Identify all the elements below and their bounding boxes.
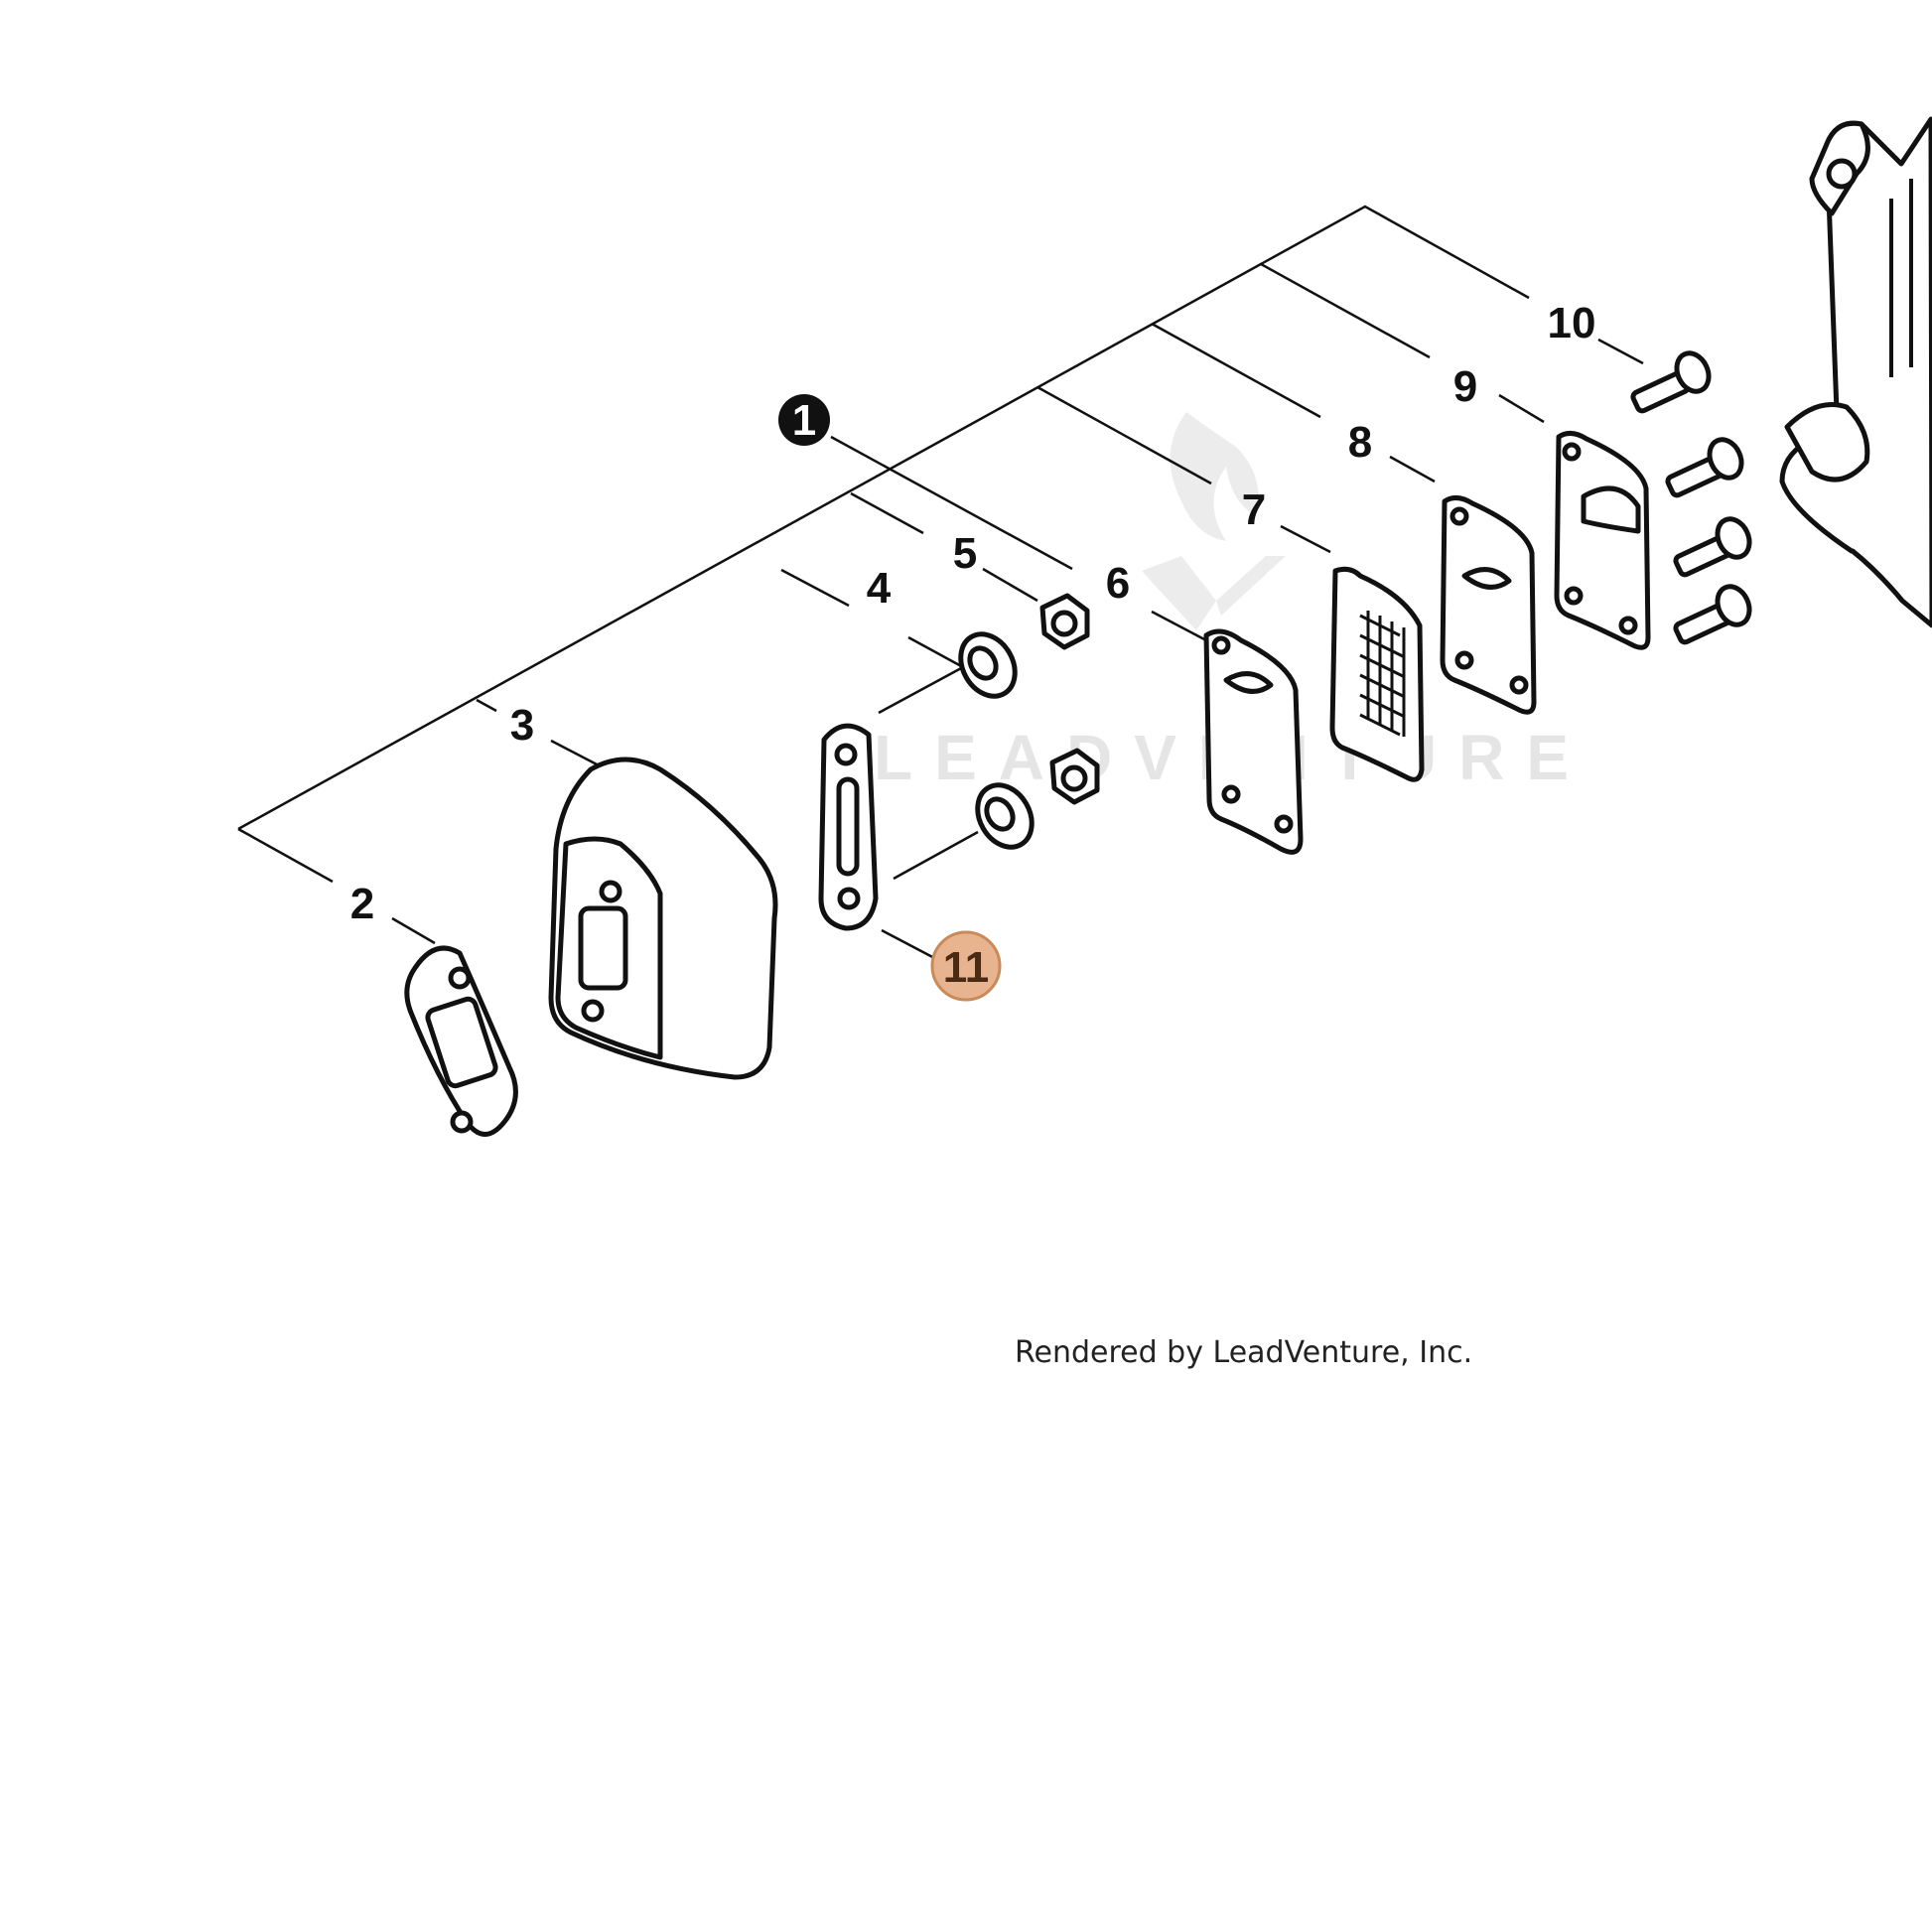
part-nuts xyxy=(1039,593,1100,805)
callout-10[interactable]: 10 xyxy=(1548,299,1596,347)
part-gasket-6 xyxy=(1203,628,1304,855)
callout-2[interactable]: 2 xyxy=(350,880,374,928)
render-credit: Rendered by LeadVenture, Inc. xyxy=(1015,1335,1472,1370)
part-muffler xyxy=(548,757,778,1080)
callout-8[interactable]: 8 xyxy=(1348,418,1372,467)
leader-lines xyxy=(237,205,1644,962)
part-gasket-8 xyxy=(1440,495,1537,715)
part-screen xyxy=(1329,566,1425,782)
callout-7[interactable]: 7 xyxy=(1242,485,1266,534)
callout-4[interactable]: 4 xyxy=(867,564,892,613)
callout-9[interactable]: 9 xyxy=(1453,362,1477,411)
part-cover-plate xyxy=(1554,431,1651,650)
watermark-flame-logo xyxy=(1170,412,1259,541)
callout-5[interactable]: 5 xyxy=(953,529,977,578)
callout-3[interactable]: 3 xyxy=(510,701,534,750)
part-gasket xyxy=(404,945,518,1137)
part-washers xyxy=(958,631,1035,850)
callout-1[interactable]: 1 xyxy=(778,394,830,446)
callout-11[interactable]: 11 xyxy=(930,930,1002,1002)
callouts: 1 2 3 4 5 6 7 8 9 10 11 xyxy=(350,299,1596,1002)
watermark-v-logo xyxy=(1142,556,1286,630)
svg-text:1: 1 xyxy=(792,396,816,445)
callout-6[interactable]: 6 xyxy=(1106,559,1130,608)
engine-housing xyxy=(1779,116,1932,628)
part-spacer-plate xyxy=(818,723,879,931)
bracket-main xyxy=(237,205,1530,831)
svg-text:11: 11 xyxy=(943,943,990,992)
part-screws xyxy=(1630,350,1752,645)
